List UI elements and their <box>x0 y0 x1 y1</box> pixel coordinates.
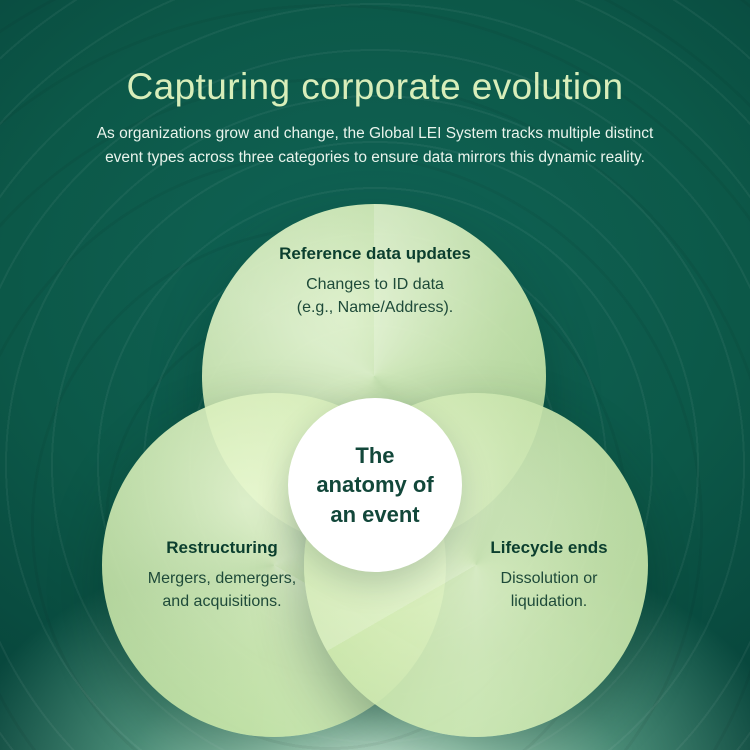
label-lifecycle-ends: Lifecycle ends Dissolution or liquidatio… <box>429 538 669 613</box>
header: Capturing corporate evolution As organiz… <box>0 66 750 170</box>
category-title: Lifecycle ends <box>490 538 608 557</box>
category-title: Reference data updates <box>279 244 471 263</box>
category-description: Dissolution or liquidation. <box>500 570 598 611</box>
page-subtitle: As organizations grow and change, the Gl… <box>96 125 654 167</box>
category-description: Mergers, demergers, and acquisitions. <box>147 570 297 611</box>
label-reference-data-updates: Reference data updates Changes to ID dat… <box>215 244 535 319</box>
label-restructuring: Restructuring Mergers, demergers, and ac… <box>102 538 342 613</box>
page-title: Capturing corporate evolution <box>126 66 624 107</box>
center-circle: The anatomy of an event <box>288 398 462 572</box>
category-description: Changes to ID data (e.g., Name/Address). <box>296 276 454 317</box>
center-text: The anatomy of an event <box>316 443 434 527</box>
category-title: Restructuring <box>166 538 278 557</box>
